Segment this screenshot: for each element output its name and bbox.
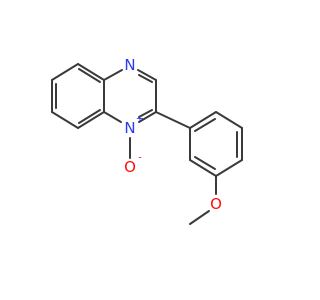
bond — [77, 63, 105, 81]
bond — [78, 109, 101, 124]
atom-n1: N — [124, 119, 135, 137]
atom-o-methoxy: O — [210, 195, 222, 213]
charge-o-oxide: - — [138, 153, 142, 164]
atom-n4: N — [124, 56, 135, 74]
bond — [155, 111, 191, 129]
structure-canvas: N N + O - O — [51, 56, 243, 225]
bond — [189, 111, 217, 129]
bond — [189, 159, 217, 177]
charge-n1: + — [136, 114, 144, 125]
bond — [103, 111, 122, 123]
bond — [78, 68, 101, 83]
bond — [194, 156, 216, 170]
bond — [77, 111, 105, 129]
bond — [137, 69, 157, 81]
atom-labels: N N + O - O — [124, 56, 222, 213]
bonds — [51, 63, 243, 225]
bond — [215, 159, 243, 177]
bond — [138, 74, 153, 83]
bond — [215, 111, 243, 129]
bond — [194, 118, 216, 132]
bond — [138, 111, 157, 123]
atom-o-oxide: O — [124, 158, 136, 176]
bond — [189, 210, 210, 225]
bond — [51, 111, 79, 129]
bond — [103, 69, 123, 81]
bond — [138, 109, 153, 118]
molecule-drawing: N N + O - O — [51, 56, 243, 225]
bond — [51, 63, 79, 81]
